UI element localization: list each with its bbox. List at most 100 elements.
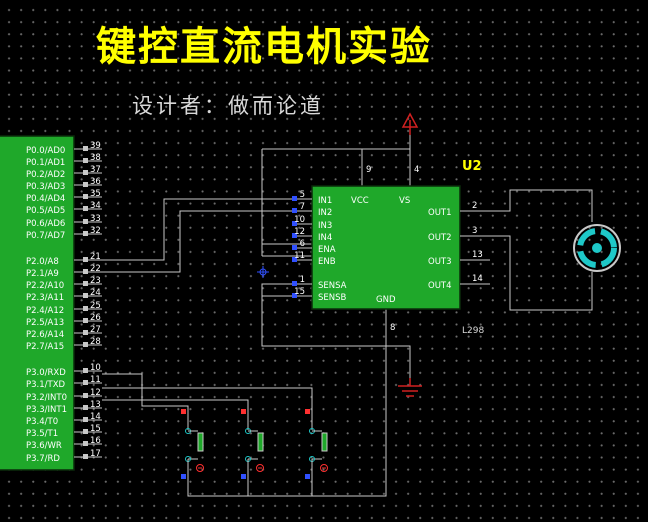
mcu-pin-number: 35 xyxy=(90,189,101,199)
mcu-pin-marker xyxy=(83,206,88,211)
mcu-port-label: P2.7/A15 xyxy=(26,342,64,352)
mcu-port-label: P3.3/INT1 xyxy=(26,405,67,415)
mcu-port-label: P0.7/AD7 xyxy=(26,231,65,241)
mcu-pin-marker xyxy=(83,342,88,347)
driver-pin-number: 15 xyxy=(294,287,305,297)
wire-out2 xyxy=(460,235,593,311)
mcu-pin-number: 15 xyxy=(90,424,101,434)
mcu-port-label: P2.1/A9 xyxy=(26,269,59,279)
driver-pin-number: 3 xyxy=(472,226,477,236)
power-terminal-icon[interactable] xyxy=(401,112,419,135)
mcu-pin-marker xyxy=(83,269,88,274)
driver-pin-marker xyxy=(292,233,297,238)
driver-pin-label: VS xyxy=(399,196,410,206)
driver-pin-label: SENSA xyxy=(318,281,347,291)
mcu-pin-number: 39 xyxy=(90,141,101,151)
push-button-icon[interactable] xyxy=(305,409,328,479)
mcu-port-label: P3.5/T1 xyxy=(26,429,58,439)
mcu-pin-marker xyxy=(83,380,88,385)
push-button-icon[interactable] xyxy=(241,409,264,479)
mcu-pin-number: 26 xyxy=(90,313,101,323)
mcu-pin-number: 10 xyxy=(90,363,101,373)
mcu-port-label: P0.2/AD2 xyxy=(26,170,65,180)
ground-icon[interactable] xyxy=(398,378,422,397)
mcu-pin-marker xyxy=(83,405,88,410)
wires xyxy=(102,135,593,497)
driver-pin-label: IN2 xyxy=(318,208,332,218)
driver-pin-number: 8 xyxy=(390,323,395,333)
mcu-pin-number: 22 xyxy=(90,264,101,274)
driver-pin-label: IN1 xyxy=(318,196,332,206)
mcu-port-label: P0.3/AD3 xyxy=(26,182,65,192)
mcu-port-label: P0.1/AD1 xyxy=(26,158,65,168)
driver-pin-number: 12 xyxy=(294,227,305,237)
driver-pin-label: OUT2 xyxy=(428,233,452,243)
driver-pin-marker xyxy=(292,245,297,250)
mcu-port-label: P3.6/WR xyxy=(26,441,62,451)
mcu-pin-number: 38 xyxy=(90,153,101,163)
mcu-port-label: P0.6/AD6 xyxy=(26,219,65,229)
push-buttons[interactable] xyxy=(181,409,328,479)
mcu-port-label: P2.6/A14 xyxy=(26,330,64,340)
driver-ref: U2 xyxy=(462,159,482,174)
mcu-pin-marker xyxy=(83,318,88,323)
mcu-port-label: P2.2/A10 xyxy=(26,281,64,291)
mcu-pin-marker xyxy=(83,429,88,434)
driver-pin-number: 11 xyxy=(294,251,305,261)
driver-pin-marker xyxy=(292,196,297,201)
mcu-port-label: P3.0/RXD xyxy=(26,368,66,378)
mcu-pin-marker xyxy=(83,393,88,398)
mcu-pin-marker xyxy=(83,417,88,422)
mcu-port-label: P2.4/A12 xyxy=(26,306,64,316)
driver-pin-number: 5 xyxy=(300,190,305,200)
driver-pin-number: 7 xyxy=(300,202,305,212)
mcu-pin-marker xyxy=(83,293,88,298)
driver-pin-number: 1 xyxy=(300,275,305,285)
mcu-pin-marker xyxy=(83,146,88,151)
mcu-pin-number: 17 xyxy=(90,449,101,459)
mcu-pin-number: 14 xyxy=(90,412,101,422)
probe-marker-icon xyxy=(257,266,269,278)
driver-pin-number: 6 xyxy=(300,239,305,249)
driver-pin-marker xyxy=(292,281,297,286)
driver-pin-marker xyxy=(292,257,297,262)
push-button-icon[interactable] xyxy=(181,409,204,479)
page-title: 键控直流电机实验 xyxy=(96,23,432,70)
mcu-port-label: P3.7/RD xyxy=(26,454,60,464)
driver-pin-label: IN4 xyxy=(318,233,332,243)
driver-pin-number: 9 xyxy=(366,165,371,175)
mcu-body xyxy=(0,135,75,471)
driver-pin-marker xyxy=(292,221,297,226)
mcu-pin-number: 33 xyxy=(90,214,101,224)
mcu-pin-number: 36 xyxy=(90,177,101,187)
mcu-pin-marker xyxy=(83,330,88,335)
mcu-pin-marker xyxy=(83,182,88,187)
wire-gnd xyxy=(385,309,411,378)
mcu-port-label: P2.0/A8 xyxy=(26,257,59,267)
driver-pin-number: 2 xyxy=(472,201,477,211)
driver-pin-label: GND xyxy=(376,295,396,305)
mcu-port-label: P2.5/A13 xyxy=(26,318,64,328)
mcu-pin-marker xyxy=(83,306,88,311)
driver-body xyxy=(311,185,461,310)
driver-pin-number: 4 xyxy=(414,165,419,175)
mcu-pin-number: 23 xyxy=(90,276,101,286)
mcu-pin-number: 13 xyxy=(90,400,101,410)
mcu-pin-marker xyxy=(83,170,88,175)
driver-pin-label: IN3 xyxy=(318,221,332,231)
driver-pin-marker xyxy=(292,293,297,298)
mcu-pin-number: 11 xyxy=(90,375,101,385)
mcu-pin-marker xyxy=(83,158,88,163)
driver-pin-label: OUT1 xyxy=(428,208,452,218)
driver-pin-number: 10 xyxy=(294,215,305,225)
mcu-pin-number: 12 xyxy=(90,388,101,398)
driver-pin-label: ENB xyxy=(318,257,336,267)
motor-icon[interactable] xyxy=(573,224,621,272)
driver-pin-number: 14 xyxy=(472,274,483,284)
driver-chip[interactable]: 5IN17IN210IN312IN46ENA11ENB1SENSA15SENSB… xyxy=(292,159,490,336)
mcu-port-label: P0.5/AD5 xyxy=(26,206,65,216)
mcu-pin-number: 21 xyxy=(90,252,101,262)
